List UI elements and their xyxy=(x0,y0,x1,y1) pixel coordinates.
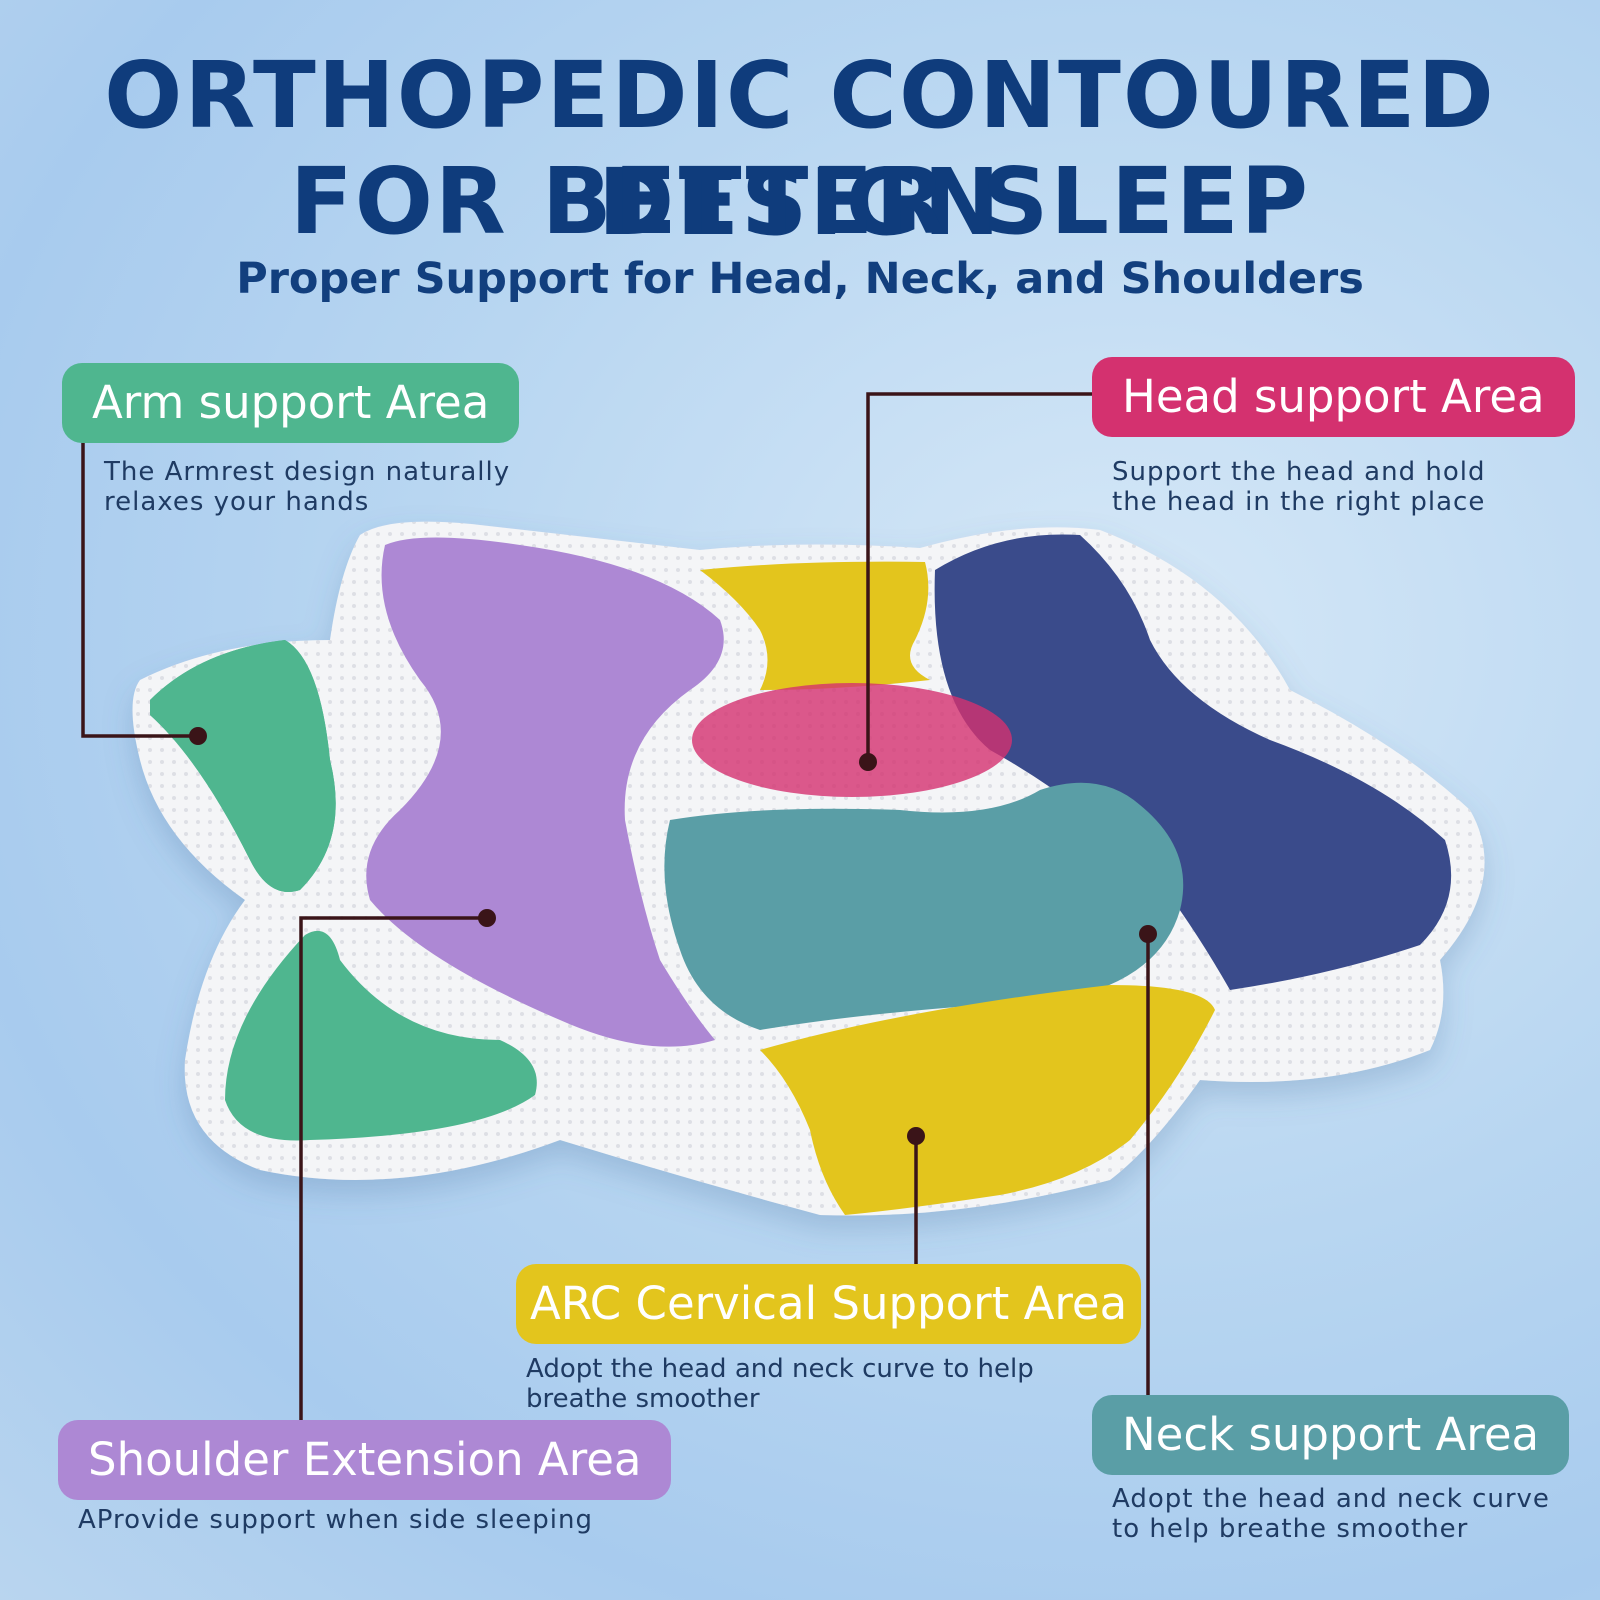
head-support-description: Support the head and hold the head in th… xyxy=(1112,457,1486,517)
subtitle: Proper Support for Head, Neck, and Shoul… xyxy=(236,254,1364,304)
neck-support-description: Adopt the head and neck curve to help br… xyxy=(1112,1484,1550,1544)
head-support-label: Head support Area xyxy=(1092,357,1575,437)
title-line-2: FOR BETTER SLEEP xyxy=(289,148,1311,255)
shoulder-dot xyxy=(478,909,496,927)
leader-dots xyxy=(189,727,1157,1145)
leader-lines xyxy=(81,392,1150,1420)
arm-support-description: The Armrest design naturally relaxes you… xyxy=(104,457,511,517)
head-dot xyxy=(859,753,877,771)
shoulder-leader-line xyxy=(299,916,487,1420)
neck-support-label: Neck support Area xyxy=(1092,1395,1570,1475)
shoulder-extension-label: Shoulder Extension Area xyxy=(58,1420,672,1500)
arm-leader-line xyxy=(81,440,198,738)
arm-dot xyxy=(189,727,207,745)
head-leader-line xyxy=(866,392,1094,762)
arm-zone-bottom xyxy=(225,930,537,1141)
arc-dot xyxy=(907,1127,925,1145)
head-zone xyxy=(692,683,1012,797)
arc-cervical-label: ARC Cervical Support Area xyxy=(516,1264,1142,1344)
arc-cervical-description: Adopt the head and neck curve to help br… xyxy=(526,1354,1034,1414)
navy-side-zone xyxy=(934,534,1452,990)
shoulder-extension-description: AProvide support when side sleeping xyxy=(78,1505,593,1535)
arc-cervical-zone xyxy=(760,985,1215,1215)
top-yellow-zone xyxy=(700,561,930,690)
neck-dot xyxy=(1139,925,1157,943)
title-line-1: ORTHOPEDIC CONTOURED DESIGN xyxy=(104,42,1496,256)
arm-support-label: Arm support Area xyxy=(62,363,520,443)
neck-zone xyxy=(664,782,1184,1030)
